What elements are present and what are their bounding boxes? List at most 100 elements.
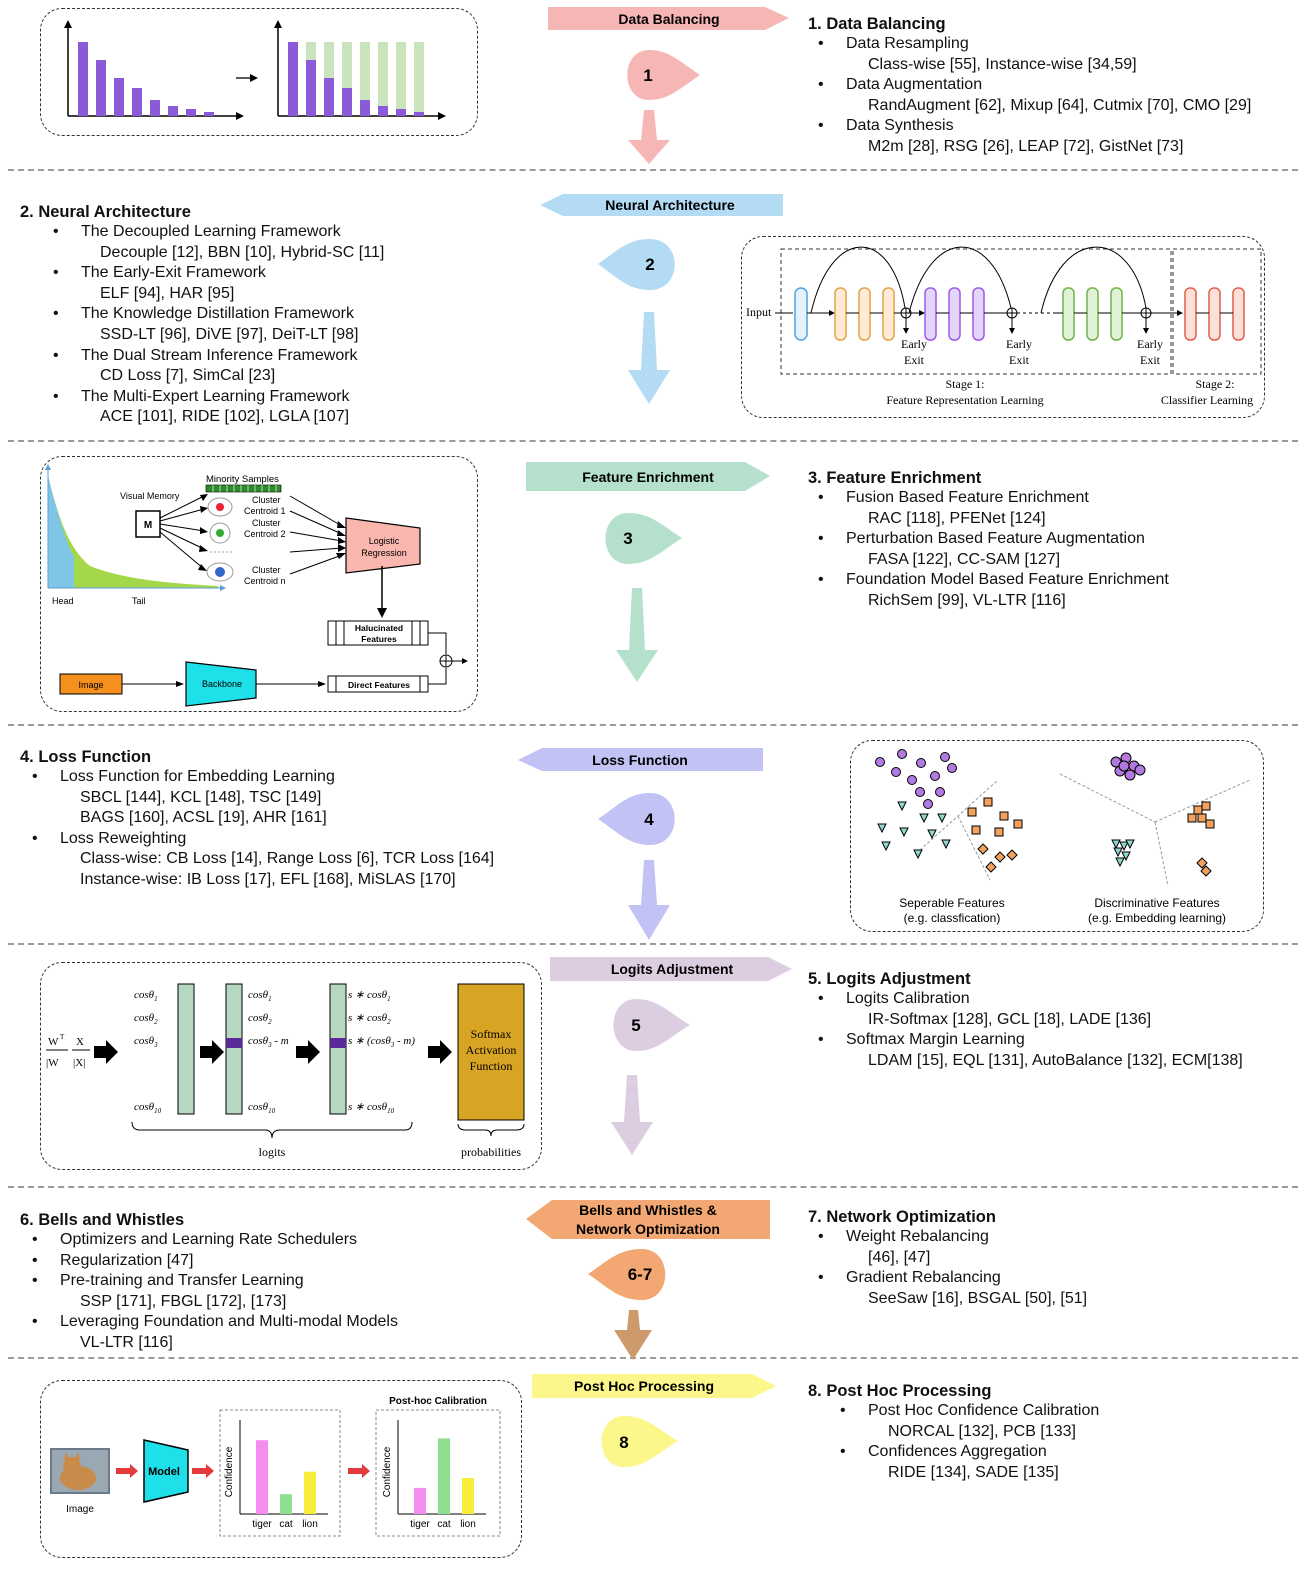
flow-arrow — [628, 312, 670, 404]
list-subitem: M2m [28], RSG [26], LEAP [72], GistNet [… — [868, 137, 1184, 155]
cluster-label: Centroid n — [244, 576, 286, 586]
list-item: The Knowledge Distillation Framework — [81, 304, 384, 325]
stage-2-label: Stage 2: — [1196, 377, 1235, 391]
visual-memory-label: Visual Memory — [120, 491, 180, 501]
section-title: 6. Bells and Whistles — [20, 1211, 185, 1229]
list-item: Gradient Rebalancing — [846, 1268, 1087, 1289]
figure-loss-function — [850, 740, 1264, 932]
formula-w-den: |W — [46, 1057, 59, 1069]
stage-drop-4: 4 — [598, 793, 675, 845]
list-subitem: ACE [101], RIDE [102], LGLA [107] — [100, 408, 350, 426]
stage-drop-6-7: 6-7 — [588, 1249, 666, 1300]
category-label: lion — [302, 1519, 318, 1530]
banner-logits-adjustment: Logits Adjustment — [550, 957, 792, 981]
cluster-label: Cluster — [252, 565, 281, 575]
banner-label: Bells and Whistles & — [579, 1202, 717, 1218]
banner-label: Loss Function — [592, 752, 688, 768]
minority-samples-label: Minority Samples — [206, 474, 279, 485]
stage-drop-1: 1 — [627, 50, 700, 100]
figure-1-drawing — [64, 20, 446, 120]
cos-label: cosθ2 — [134, 1012, 158, 1026]
list-item: Pre-training and Transfer Learning — [60, 1271, 398, 1292]
purple-block-group — [924, 287, 985, 341]
list-subitem: Class-wise [55], Instance-wise [34,59] — [868, 55, 1137, 73]
list-item: Weight Rebalancing — [846, 1227, 1087, 1248]
orange-diamond-cluster — [1196, 857, 1212, 877]
list-subitem: SSD-LT [96], DiVE [97], DeiT-LT [98] — [100, 325, 359, 343]
figure-3-drawing: Head Tail Minority Samples Visual Memory… — [45, 464, 468, 707]
early-exit-label: Early — [1137, 337, 1163, 351]
category-label: cat — [437, 1519, 451, 1530]
list-item: Softmax Margin Learning — [846, 1030, 1243, 1051]
section-divider — [8, 169, 1298, 171]
teal-triangles — [877, 801, 951, 860]
hallucinated-label: Features — [361, 634, 397, 644]
logistic-regression-block: Logistic Regression — [345, 517, 421, 574]
banner-label: Neural Architecture — [605, 197, 735, 213]
memory-m-label: M — [144, 520, 152, 531]
tail-label: Tail — [132, 596, 146, 606]
arrow-icon — [200, 1040, 224, 1064]
cos-label: cosθ1 — [134, 989, 158, 1003]
cos-label: s ∗ cosθ1 — [348, 989, 391, 1003]
confidence-axis-label: Confidence — [224, 1446, 235, 1497]
banner-bells-network: Bells and Whistles & Network Optimizatio… — [526, 1200, 770, 1239]
bar — [280, 1494, 292, 1514]
formula-sup: T — [60, 1033, 65, 1041]
direct-features: Direct Features — [327, 675, 429, 693]
banner-feature-enrichment: Feature Enrichment — [526, 462, 770, 491]
cluster-label: Centroid 1 — [244, 506, 286, 516]
logistic-label: Regression — [361, 548, 407, 558]
stage-number: 2 — [645, 255, 654, 274]
cos-label: cosθ3 - m — [248, 1035, 289, 1049]
green-block-group — [1053, 287, 1123, 341]
figure-data-balancing — [40, 8, 478, 136]
input-label: Input — [746, 305, 772, 319]
list-subitem: RIDE [134], SADE [135] — [888, 1463, 1059, 1481]
early-exit-label: Early — [901, 337, 927, 351]
flow-arrow — [628, 110, 670, 164]
list-item: Post Hoc Confidence Calibration — [868, 1401, 1099, 1422]
list-item: Data Resampling — [846, 34, 1251, 55]
list-item: Regularization [47] — [60, 1251, 398, 1272]
purple-circles — [875, 749, 957, 809]
stage-1-label: Stage 1: — [946, 377, 985, 391]
stage-number: 5 — [631, 1016, 640, 1035]
teal-cluster — [1111, 839, 1135, 868]
banner-loss-function: Loss Function — [518, 748, 763, 771]
stage-number: 8 — [619, 1433, 628, 1452]
formula-x: X — [76, 1036, 84, 1048]
early-exit-label: Exit — [1140, 353, 1161, 367]
arrow-icon — [348, 1464, 370, 1478]
list-item: Confidences Aggregation — [868, 1442, 1099, 1463]
banner-post-hoc: Post Hoc Processing — [532, 1374, 776, 1398]
softmax-label: Activation — [466, 1043, 517, 1057]
section-1-text: 1. Data Balancing Data Resampling Class-… — [808, 14, 1251, 158]
stage-number: 1 — [643, 66, 652, 85]
minority-bar — [205, 484, 282, 493]
bar — [304, 1471, 316, 1514]
figure-5-drawing: W T |W X |X| Softmax Activation Function… — [46, 983, 525, 1159]
early-exit-label: Exit — [904, 353, 925, 367]
section-divider — [8, 1186, 1298, 1188]
cluster-label: Centroid 2 — [244, 529, 286, 539]
list-item: Loss Reweighting — [60, 829, 494, 850]
category-label: tiger — [252, 1519, 272, 1530]
section-title: 3. Feature Enrichment — [808, 469, 982, 487]
image-block: Image — [59, 673, 123, 695]
figure-post-hoc — [40, 1380, 522, 1558]
formula-w: W — [48, 1036, 59, 1048]
bar — [438, 1438, 450, 1514]
arrow-icon — [296, 1040, 320, 1064]
arrow-icon — [428, 1040, 452, 1064]
section-title: 5. Logits Adjustment — [808, 970, 971, 988]
orange-square-cluster — [1187, 801, 1215, 829]
discriminative-label: Discriminative Features — [1094, 896, 1219, 910]
discriminative-label: (e.g. Embedding learning) — [1088, 911, 1226, 925]
section-title: 7. Network Optimization — [808, 1208, 996, 1226]
list-item: Data Synthesis — [846, 116, 1251, 137]
confidence-axis-label: Confidence — [382, 1446, 393, 1497]
list-subitem: Instance-wise: IB Loss [17], EFL [168], … — [80, 870, 456, 888]
